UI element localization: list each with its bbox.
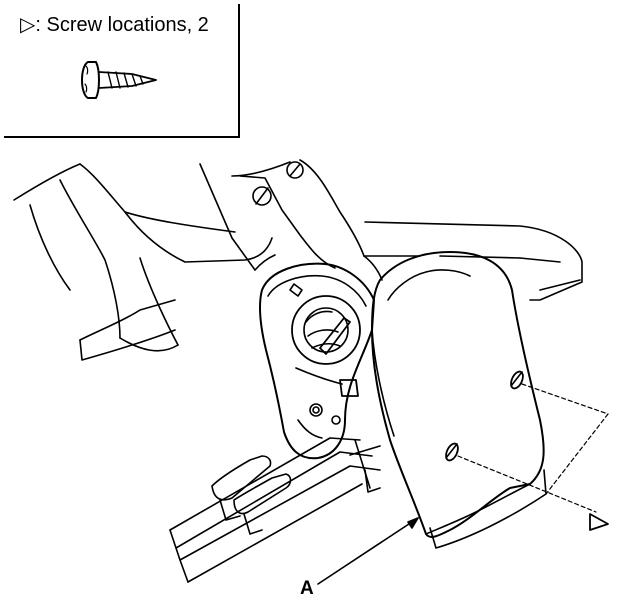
seat-base [79,221,583,489]
part-a-leader [317,517,419,585]
screw-icon [81,61,157,99]
seat-frame [199,159,383,281]
triangle-marker-icon: ▷ [20,14,36,36]
lever-rods [211,455,292,535]
seat-cushion [13,163,273,352]
recliner-mechanism [258,262,375,460]
side-cover-a [371,251,547,549]
slide-rails [169,437,381,583]
part-a-label: A [300,578,314,599]
screw-leader-lines [457,383,609,513]
screw-location-triangle-icon [589,513,609,531]
screw-legend-text: : Screw locations, 2 [35,14,209,36]
screw-legend-box: ▷: Screw locations, 2 [4,4,240,138]
screw-legend-caption: ▷: Screw locations, 2 [20,12,209,37]
